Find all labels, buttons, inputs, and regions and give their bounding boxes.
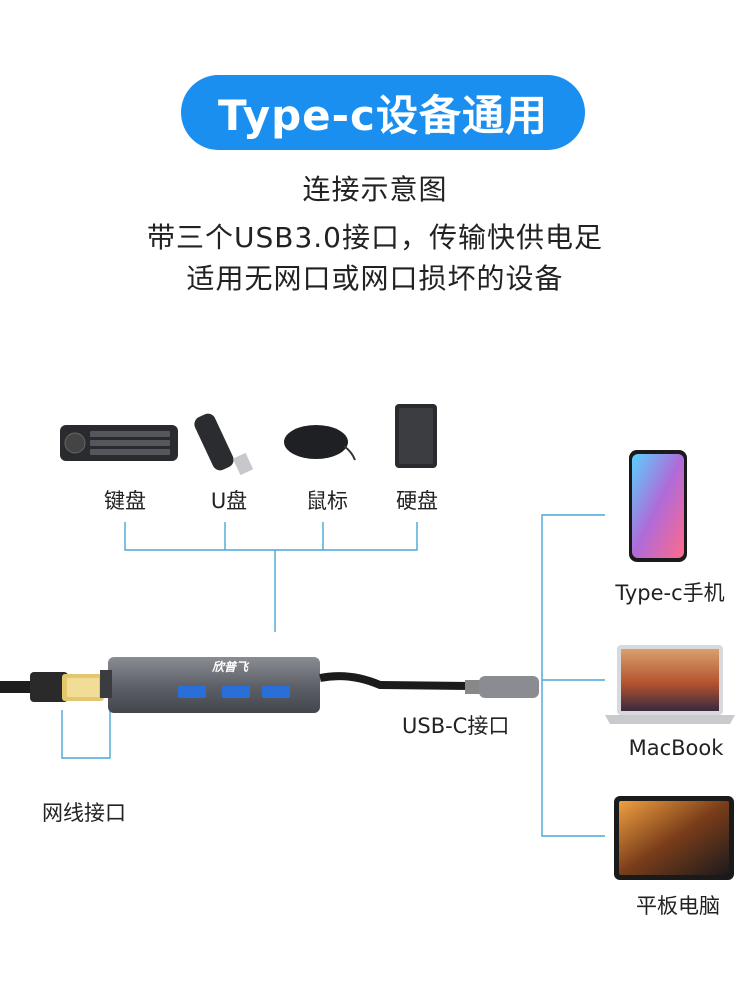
keyboard-icon	[60, 425, 178, 461]
diagram-subtitle: 连接示意图	[302, 173, 448, 206]
usb-c-port-label: USB-C接口	[402, 714, 510, 738]
usb-hub-icon	[100, 657, 539, 713]
feature-line-2: 适用无网口或网口损坏的设备	[186, 262, 564, 295]
feature-line-1: 带三个USB3.0接口，传输快供电足	[146, 221, 603, 254]
ethernet-port-label: 网线接口	[42, 801, 126, 825]
usb-drive-label: U盘	[210, 489, 248, 513]
page-title: Type-c设备通用	[218, 91, 548, 140]
title-pill: Type-c设备通用	[181, 75, 585, 150]
keyboard-label: 键盘	[104, 489, 146, 513]
mouse-label: 鼠标	[306, 489, 348, 513]
laptop-icon	[605, 645, 735, 724]
hard-disk-icon	[395, 404, 437, 468]
mouse-icon	[284, 425, 356, 461]
tablet-icon	[614, 796, 734, 880]
connector-lines	[61, 514, 605, 837]
tablet-label: 平板电脑	[636, 894, 720, 918]
phone-icon	[629, 450, 687, 562]
laptop-label: MacBook	[628, 736, 724, 760]
ethernet-plug-icon	[0, 672, 104, 702]
phone-label: Type-c手机	[615, 581, 725, 605]
hard-disk-label: 硬盘	[396, 489, 438, 513]
hub-brand-label: 欣普飞	[212, 660, 250, 674]
usb-drive-icon	[194, 413, 254, 476]
